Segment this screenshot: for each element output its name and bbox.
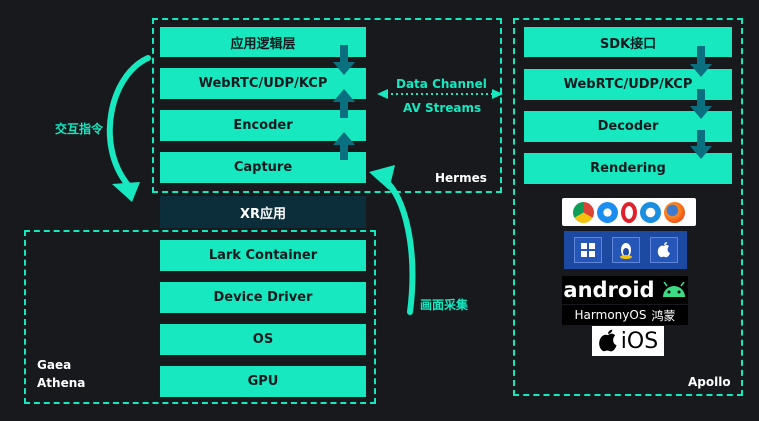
hermes-encoder: Encoder bbox=[160, 110, 366, 141]
data-channel-label: Data Channel bbox=[396, 77, 487, 91]
hermes-down-arrow bbox=[333, 45, 355, 75]
ios-logo: iOS bbox=[592, 326, 664, 356]
safari-icon bbox=[597, 201, 618, 223]
xr-app-box: XR应用 bbox=[160, 196, 366, 228]
android-robot-icon bbox=[662, 282, 685, 297]
apollo-sdk-interface: SDK接口 bbox=[524, 27, 732, 57]
gaea-device-driver: Device Driver bbox=[160, 282, 366, 313]
gaea-lark-container: Lark Container bbox=[160, 240, 366, 271]
macos-icon bbox=[649, 237, 678, 263]
apollo-label: Apollo bbox=[688, 375, 731, 389]
av-streams-label: AV Streams bbox=[403, 101, 482, 115]
hermes-up-arrow-1 bbox=[333, 89, 355, 118]
interaction-curve-arrow bbox=[106, 55, 151, 202]
apollo-rendering: Rendering bbox=[524, 153, 732, 184]
athena-label: Athena bbox=[37, 376, 86, 390]
windows-icon bbox=[573, 237, 602, 263]
linux-icon bbox=[611, 237, 640, 263]
harmonyos-wordmark: HarmonyOS bbox=[574, 308, 647, 322]
gaea-os: OS bbox=[160, 324, 366, 355]
apple-icon bbox=[598, 329, 617, 352]
chrome-icon bbox=[573, 201, 594, 223]
harmonyos-logo: HarmonyOS 鸿蒙 bbox=[562, 305, 688, 325]
apollo-down-arrow-1 bbox=[690, 46, 712, 77]
frame-capture-label: 画面采集 bbox=[420, 298, 469, 312]
android-logo: android bbox=[562, 276, 688, 304]
hermes-up-arrow-2 bbox=[333, 132, 355, 160]
interaction-command-label: 交互指令 bbox=[55, 122, 104, 136]
firefox-icon bbox=[664, 201, 685, 223]
browser-logos bbox=[562, 198, 696, 226]
gaea-region bbox=[24, 230, 376, 404]
data-channel-arrow bbox=[377, 89, 503, 99]
harmonyos-cn-wordmark: 鸿蒙 bbox=[651, 308, 676, 323]
apollo-region bbox=[513, 18, 743, 396]
hermes-region bbox=[152, 18, 502, 193]
hermes-transport-layer: WebRTC/UDP/KCP bbox=[160, 68, 366, 99]
ios-wordmark: iOS bbox=[620, 328, 659, 354]
capture-curve-arrow bbox=[369, 165, 416, 315]
ie-icon bbox=[640, 201, 661, 223]
apollo-down-arrow-3 bbox=[690, 130, 712, 159]
apollo-down-arrow-2 bbox=[690, 89, 712, 119]
gaea-gpu: GPU bbox=[160, 366, 366, 397]
hermes-label: Hermes bbox=[435, 171, 487, 185]
android-wordmark: android bbox=[563, 278, 655, 302]
hermes-app-layer: 应用逻辑层 bbox=[160, 27, 366, 57]
desktop-os-logos bbox=[564, 231, 687, 269]
hermes-capture: Capture bbox=[160, 152, 366, 183]
gaea-label: Gaea bbox=[37, 358, 72, 372]
opera-icon bbox=[621, 201, 637, 223]
